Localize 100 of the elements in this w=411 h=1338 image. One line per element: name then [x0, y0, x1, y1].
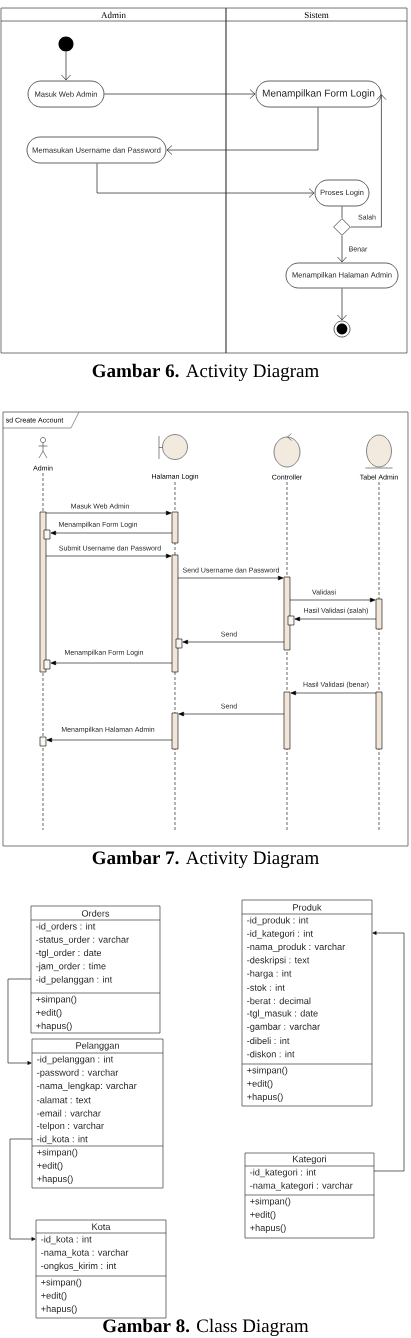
activation-bar — [283, 691, 291, 750]
flow-arrow — [166, 107, 319, 155]
operation: +hapus() — [41, 1305, 77, 1314]
flow-arrow — [104, 89, 256, 99]
activation-bar — [171, 712, 179, 750]
swimlane — [225, 7, 408, 354]
figure-caption: Gambar 6. Activity Diagram — [92, 363, 319, 382]
attribute: -id_produk : int — [247, 916, 309, 926]
activation-bar — [283, 576, 291, 651]
decision-diamond — [333, 218, 351, 236]
attribute: -alamat : text — [37, 1096, 91, 1104]
action-box: Menampilkan Form Login — [255, 80, 382, 108]
swimlane — [0, 7, 227, 354]
attribute: -deskripsi : text — [247, 956, 310, 966]
message-arrow — [46, 737, 173, 743]
attribute: -tgl_order : date — [36, 949, 102, 958]
figure-caption: Gambar 7. Activity Diagram — [92, 850, 319, 869]
class-box — [244, 1152, 375, 1239]
operation: +simpan() — [37, 1148, 78, 1158]
attribute: -ongkos_kirim : int — [41, 1262, 117, 1271]
flow-line — [341, 206, 343, 219]
operation: +simpan() — [247, 1066, 288, 1076]
flow-arrow — [337, 235, 347, 263]
attribute: -id_orders : int — [36, 922, 96, 932]
attribute: -id_pelanggan : int — [37, 1055, 114, 1065]
message-arrow — [289, 597, 376, 603]
activation-bar — [171, 511, 179, 544]
attribute: -diskon : int — [247, 1050, 295, 1058]
operation: +simpan() — [250, 1197, 291, 1207]
operation: +edit() — [41, 1292, 67, 1301]
message-arrow — [294, 616, 377, 622]
class-name: Produk — [293, 903, 322, 911]
operation: +hapus() — [37, 1175, 73, 1184]
operation: +hapus() — [250, 1224, 286, 1233]
attribute: -telpon : varchar — [37, 1122, 104, 1131]
activation-bar — [39, 511, 47, 673]
attribute: -id_kota : int — [41, 1235, 92, 1245]
association-arrow — [372, 931, 405, 1172]
activation-square — [175, 638, 183, 649]
operation: +edit() — [247, 1080, 273, 1089]
association-arrow — [7, 978, 32, 1065]
initial-node — [58, 36, 74, 52]
lane-title: Admin — [101, 11, 126, 19]
message-arrow — [45, 553, 172, 559]
association-arrow — [9, 1138, 36, 1241]
activation-bar — [375, 598, 383, 630]
class-name: Orders — [81, 909, 110, 917]
class-box — [241, 899, 373, 1107]
operation: +hapus() — [36, 1022, 72, 1031]
activation-square — [43, 529, 51, 540]
lane-title: Sistem — [304, 12, 329, 19]
message-arrow — [50, 660, 173, 666]
operation: +simpan() — [36, 995, 77, 1005]
flow-arrow — [337, 288, 347, 321]
attribute: -tgl_masuk : date — [247, 1009, 318, 1019]
class-name: Pelanggan — [76, 1042, 119, 1051]
attribute: -dibeli : int — [247, 1037, 290, 1045]
attribute: -gambar : varchar — [247, 1023, 320, 1032]
class-box — [30, 905, 161, 1034]
operation: +edit() — [250, 1211, 276, 1220]
class-name: Kota — [92, 1223, 111, 1230]
attribute: -nama_kategori : varchar — [250, 1182, 353, 1191]
operation: +edit() — [36, 1009, 62, 1018]
attribute: -nama_lengkap: varchar — [37, 1082, 137, 1091]
message-arrow — [50, 530, 173, 536]
attribute: -stok : int — [247, 984, 285, 991]
attribute: -berat : decimal — [247, 997, 311, 1005]
attribute: -id_pelanggan : int — [36, 975, 113, 985]
message-arrow — [45, 510, 172, 516]
attribute: -nama_produk : varchar — [247, 943, 346, 952]
class-box — [31, 1038, 164, 1189]
attribute: -id_kategori : int — [250, 1168, 316, 1178]
message-arrow — [182, 639, 285, 645]
attribute: -jam_order : time — [36, 962, 106, 972]
diagram-frame — [2, 411, 409, 847]
attribute: -id_kategori : int — [247, 930, 313, 939]
class-name: Kategori — [293, 1155, 326, 1165]
attribute: -email : varchar — [37, 1109, 101, 1117]
message-arrow — [178, 711, 285, 717]
activation-square — [287, 615, 295, 626]
attribute: -password : varchar — [37, 1069, 119, 1078]
activation-square — [39, 736, 47, 747]
activation-bar — [375, 691, 383, 750]
figure-caption: Gambar 8. Class Diagram — [103, 1318, 309, 1337]
message-arrow — [177, 575, 284, 581]
final-node — [333, 320, 351, 338]
attribute: -status_order : varchar — [36, 936, 129, 945]
operation: +edit() — [37, 1162, 63, 1171]
flow-arrow — [96, 163, 315, 198]
class-box — [35, 1219, 167, 1319]
activation-square — [43, 659, 51, 670]
attribute: -nama_kota : varchar — [41, 1249, 129, 1258]
attribute: -id_kota : int — [37, 1135, 88, 1145]
activation-bar — [171, 554, 179, 673]
flow-arrow — [61, 51, 71, 81]
flow-arrow — [350, 94, 387, 228]
operation: +hapus() — [247, 1093, 283, 1102]
operation: +simpan() — [41, 1278, 82, 1288]
message-arrow — [290, 690, 377, 696]
attribute: -harga : int — [247, 969, 292, 979]
